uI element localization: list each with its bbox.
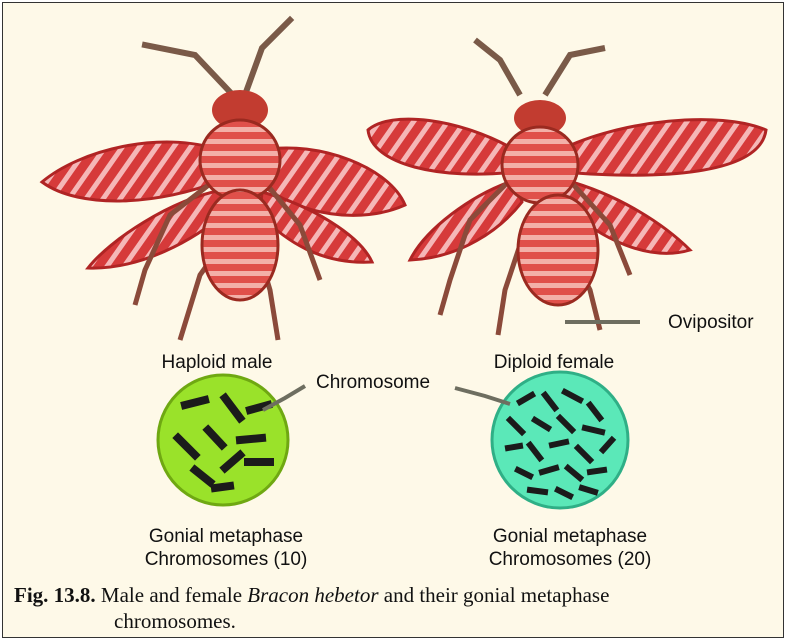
chromosome-leader-right bbox=[455, 388, 510, 404]
male-antenna-left bbox=[145, 45, 230, 92]
male-forewing-left bbox=[42, 142, 222, 201]
female-metaphase-cell bbox=[492, 372, 628, 508]
label-gonial-female-1: Gonial metaphase bbox=[493, 526, 647, 548]
female-thorax bbox=[502, 127, 578, 203]
label-haploid-male: Haploid male bbox=[162, 352, 273, 374]
male-antenna-right bbox=[246, 20, 290, 92]
male-thorax bbox=[200, 120, 280, 200]
female-hindwing-left bbox=[410, 180, 522, 260]
label-ovipositor: Ovipositor bbox=[668, 312, 754, 334]
label-diploid-female: Diploid female bbox=[494, 352, 614, 374]
caption-fig-number: Fig. 13.8. bbox=[14, 583, 96, 607]
haploid-male-wasp bbox=[42, 20, 405, 340]
female-forewing-right bbox=[560, 120, 766, 176]
caption-species: Bracon hebetor bbox=[247, 583, 378, 607]
label-gonial-female-2: Chromosomes (20) bbox=[489, 549, 652, 571]
female-abdomen bbox=[518, 195, 598, 305]
caption-text-after: and their gonial metaphase bbox=[384, 583, 610, 607]
male-abdomen bbox=[202, 190, 278, 300]
diploid-female-wasp bbox=[368, 40, 766, 335]
figure-caption: Fig. 13.8. Male and female Bracon hebeto… bbox=[14, 582, 770, 634]
caption-text-before: Male and female bbox=[101, 583, 242, 607]
female-antenna-right bbox=[545, 48, 605, 95]
female-antenna-left bbox=[475, 40, 520, 95]
label-chromosome: Chromosome bbox=[316, 372, 430, 394]
label-gonial-male-1: Gonial metaphase bbox=[149, 526, 303, 548]
female-forewing-left bbox=[368, 119, 515, 174]
male-metaphase-cell bbox=[158, 375, 288, 505]
caption-line2: chromosomes. bbox=[14, 608, 770, 634]
label-gonial-male-2: Chromosomes (10) bbox=[145, 549, 308, 571]
